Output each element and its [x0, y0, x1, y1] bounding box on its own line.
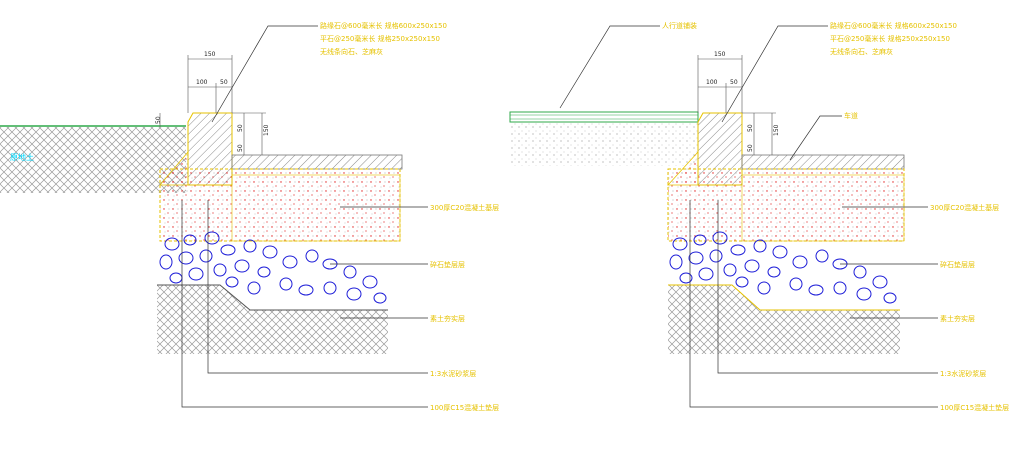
walkway-paving: [509, 111, 699, 123]
dim-top: 150: [714, 51, 726, 58]
callout-cushion: 100厚C15混凝土垫层: [430, 403, 499, 412]
flat-stone: [231, 154, 403, 170]
callout-soil: 素土夯实层: [940, 314, 975, 323]
right-leaders: [559, 25, 938, 408]
curb-note-1: 路缘石@600毫米长 规格600x250x150: [320, 21, 447, 30]
left-section: 原地土: [0, 21, 499, 412]
right-dimensions: [697, 55, 776, 155]
compacted-soil: [157, 285, 388, 354]
concrete-base: [159, 168, 401, 242]
dim-left: 100: [196, 79, 208, 86]
dim-top: 150: [204, 51, 216, 58]
dim-right: 50: [220, 79, 228, 86]
walkway-base: [510, 122, 698, 166]
walkway-label: 人行道铺装: [662, 21, 697, 30]
dim-small1: 50: [237, 124, 244, 132]
dim-height: 150: [263, 124, 270, 136]
dim-side: 50: [155, 116, 162, 124]
left-leaders: [181, 25, 428, 408]
compacted-soil: [668, 285, 900, 354]
dim-right: 50: [730, 79, 738, 86]
road-label: 车道: [844, 111, 858, 120]
concrete-base: [667, 168, 905, 242]
callout-concrete: 300厚C20混凝土基层: [930, 203, 999, 212]
dim-height: 150: [773, 124, 780, 136]
callout-gravel: 碎石垫层层: [430, 260, 465, 269]
soil-label: 原地土: [10, 152, 34, 162]
dim-left: 100: [706, 79, 718, 86]
soil-top-line: [157, 284, 388, 311]
curb-note-3: 无线条向石、芝麻灰: [830, 47, 893, 56]
dim-small1: 50: [747, 124, 754, 132]
curb-note-3: 无线条向石、芝麻灰: [320, 47, 383, 56]
callout-mortar: 1:3水泥砂浆层: [430, 369, 476, 378]
concrete-base-inner: [741, 174, 905, 242]
gravel-layer: [669, 231, 897, 304]
right-section: 150 100 50 150 50 50 人行道铺装 车道 路缘石@600毫米长…: [509, 21, 1009, 412]
concrete-base-inner: [231, 174, 401, 242]
curb-note-1: 路缘石@600毫米长 规格600x250x150: [830, 21, 957, 30]
dim-small2: 50: [747, 144, 754, 152]
callout-soil: 素土夯实层: [430, 314, 465, 323]
soil-top-line: [668, 284, 900, 311]
curb-note-2: 平石@250毫米长 规格250x250x150: [830, 34, 950, 43]
callout-mortar: 1:3水泥砂浆层: [940, 369, 986, 378]
dim-small2: 50: [237, 144, 244, 152]
callout-concrete: 300厚C20混凝土基层: [430, 203, 499, 212]
curb-note-2: 平石@250毫米长 规格250x250x150: [320, 34, 440, 43]
original-soil-hatch: [0, 127, 186, 193]
callout-cushion: 100厚C15混凝土垫层: [940, 403, 1009, 412]
flat-stone: [741, 154, 905, 170]
left-dimensions: [159, 55, 266, 155]
callout-gravel: 碎石垫层层: [940, 260, 975, 269]
